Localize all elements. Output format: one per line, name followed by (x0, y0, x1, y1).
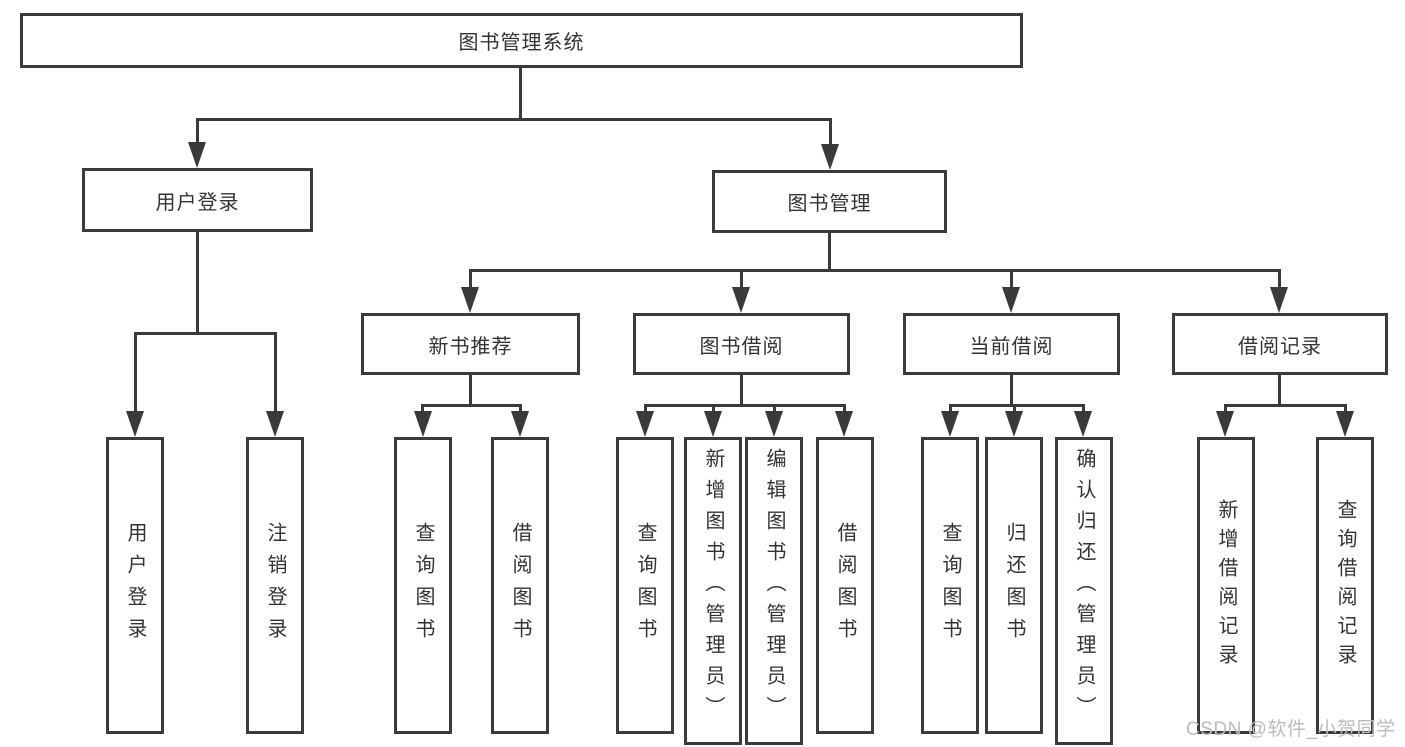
connector-line (421, 404, 521, 407)
arrow-down-icon (765, 411, 783, 437)
node-user-login: 用户登录 (82, 168, 313, 232)
connector-line (1013, 404, 1016, 414)
leaf-borrow-books-recommend: 借阅图书 (491, 437, 549, 734)
leaf-logout: 注销登录 (246, 437, 304, 734)
arrow-down-icon (732, 287, 750, 313)
node-label: 确认归还（管理员） (1073, 448, 1095, 727)
connector-line (949, 404, 952, 414)
node-label: 当前借阅 (969, 335, 1054, 358)
arrow-down-icon (835, 411, 853, 437)
node-label: 查询借阅记录 (1334, 498, 1356, 673)
connector-line (740, 375, 743, 407)
node-label: 查询图书 (634, 521, 656, 650)
connector-line (421, 404, 424, 414)
arrow-down-icon (188, 142, 206, 168)
arrow-down-icon (126, 411, 144, 437)
connector-line (1010, 269, 1013, 289)
node-label: 用户登录 (124, 521, 146, 650)
leaf-add-book-admin: 新增图书（管理员） (684, 437, 742, 745)
leaf-edit-book-admin: 编辑图书（管理员） (745, 437, 803, 745)
node-current-borrowing: 当前借阅 (903, 313, 1120, 375)
arrow-down-icon (636, 411, 654, 437)
connector-line (134, 332, 277, 335)
connector-line (274, 332, 277, 413)
node-label: 图书管理 (787, 193, 872, 215)
connector-line (469, 269, 472, 289)
connector-line (1278, 269, 1281, 289)
arrow-down-icon (1074, 411, 1092, 437)
connector-line (843, 404, 846, 414)
node-root-library-system: 图书管理系统 (20, 13, 1023, 68)
leaf-query-books-borrowing: 查询图书 (616, 437, 674, 734)
arrow-down-icon (1216, 411, 1234, 437)
arrow-down-icon (704, 411, 722, 437)
node-label: 查询图书 (412, 521, 434, 650)
leaf-borrow-books-borrowing: 借阅图书 (816, 437, 874, 734)
connector-line (949, 404, 1085, 407)
node-label: 新书推荐 (428, 335, 513, 358)
connector-line (828, 233, 831, 272)
connector-line (469, 269, 1281, 272)
connector-line (740, 269, 743, 289)
node-new-book-recommendation: 新书推荐 (361, 313, 580, 375)
connector-line (1278, 375, 1281, 407)
arrow-down-icon (941, 411, 959, 437)
connector-line (196, 118, 832, 121)
arrow-down-icon (414, 411, 432, 437)
leaf-confirm-return-admin: 确认归还（管理员） (1055, 437, 1113, 745)
node-label: 借阅图书 (509, 521, 531, 650)
node-book-management: 图书管理 (712, 170, 947, 233)
leaf-user-login: 用户登录 (106, 437, 164, 734)
leaf-query-books-current: 查询图书 (921, 437, 979, 734)
connector-line (1344, 404, 1347, 414)
node-label: 图书管理系统 (458, 32, 585, 54)
connector-line (1082, 404, 1085, 414)
arrow-down-icon (821, 144, 839, 170)
arrow-down-icon (1005, 411, 1023, 437)
node-label: 图书借阅 (699, 335, 784, 358)
leaf-add-borrow-record: 新增借阅记录 (1197, 437, 1255, 734)
connector-line (469, 375, 472, 407)
node-label: 用户登录 (155, 191, 240, 214)
node-label: 借阅记录 (1238, 335, 1322, 358)
connector-line (519, 404, 522, 414)
connector-line (196, 232, 199, 335)
leaf-query-books-recommend: 查询图书 (394, 437, 452, 734)
connector-line (1010, 375, 1013, 407)
connector-line (644, 404, 846, 407)
connector-line (829, 118, 832, 146)
connector-line (712, 404, 715, 414)
node-label: 新增图书（管理员） (702, 448, 724, 727)
csdn-watermark: CSDN @软件_小贺同学 (1186, 719, 1396, 740)
connector-line (196, 118, 199, 146)
node-label: 新增借阅记录 (1215, 498, 1237, 673)
node-borrowing-records: 借阅记录 (1172, 313, 1388, 375)
node-label: 注销登录 (264, 521, 286, 650)
connector-line (1224, 404, 1346, 407)
arrow-down-icon (511, 411, 529, 437)
node-label: 查询图书 (939, 521, 961, 650)
connector-line (773, 404, 776, 414)
arrow-down-icon (461, 287, 479, 313)
connector-line (519, 68, 522, 118)
node-label: 编辑图书（管理员） (763, 448, 785, 727)
arrow-down-icon (1002, 287, 1020, 313)
connector-line (644, 404, 647, 414)
node-book-borrowing: 图书借阅 (633, 313, 850, 375)
node-label: 借阅图书 (834, 521, 856, 650)
arrow-down-icon (266, 411, 284, 437)
node-label: 归还图书 (1003, 521, 1025, 650)
leaf-return-book: 归还图书 (985, 437, 1043, 734)
connector-line (1224, 404, 1227, 414)
leaf-query-borrow-record: 查询借阅记录 (1316, 437, 1374, 734)
arrow-down-icon (1336, 411, 1354, 437)
connector-line (134, 332, 137, 413)
arrow-down-icon (1270, 287, 1288, 313)
